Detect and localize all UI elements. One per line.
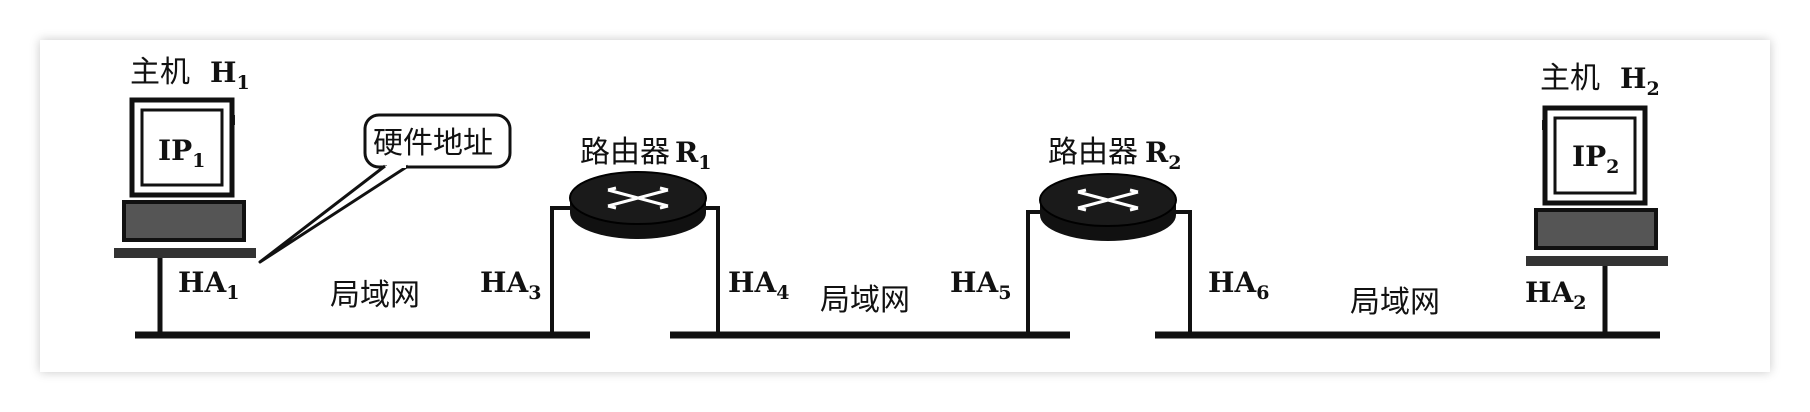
host-2-title: 主机 [1540,61,1600,96]
router-2-title: 路由器 [1048,135,1138,170]
network-diagram: 主机 H1 IP1 HA1 硬件地址 局域网 路由器 R1 HA3 [114,55,1668,339]
router-2-port-right: HA6 [1208,266,1269,304]
router-1-left-link [550,206,570,335]
callout-label: 硬件地址 [373,126,493,161]
hardware-address-callout: 硬件地址 [258,113,512,264]
router-2-right-link [1176,210,1192,335]
router-icon [1039,173,1177,241]
host-1: 主机 H1 IP1 HA1 [114,55,256,335]
host-1-hw-address: HA1 [178,266,239,304]
router-2-port-left: HA5 [950,266,1011,304]
host-1-title: 主机 [130,55,190,90]
host-1-ip: IP1 [158,134,205,172]
router-2: 路由器 R2 HA5 HA6 [950,135,1269,335]
router-1-name: R1 [675,136,712,174]
router-1-title: 路由器 [580,135,670,170]
lan-1-label: 局域网 [330,278,420,313]
router-icon [569,171,707,239]
router-1-right-link [706,206,720,335]
router-1: 路由器 R1 HA3 HA4 [480,135,789,335]
lan-2-label: 局域网 [820,283,910,318]
host-2: 主机 H2 IP2 HA2 [1525,61,1668,335]
router-1-port-right: HA4 [728,266,789,304]
router-1-port-left: HA3 [480,266,541,304]
lan-3-label: 局域网 [1350,285,1440,320]
router-2-name: R2 [1145,136,1182,174]
host-2-hw-address: HA2 [1525,276,1586,314]
computer-icon [114,97,256,258]
router-2-left-link [1026,210,1040,335]
computer-icon [1526,105,1668,266]
host-2-name: H2 [1620,62,1660,100]
host-1-name: H1 [210,56,250,94]
host-2-ip: IP2 [1572,140,1619,178]
diagram-card: 主机 H1 IP1 HA1 硬件地址 局域网 路由器 R1 HA3 [40,40,1770,372]
